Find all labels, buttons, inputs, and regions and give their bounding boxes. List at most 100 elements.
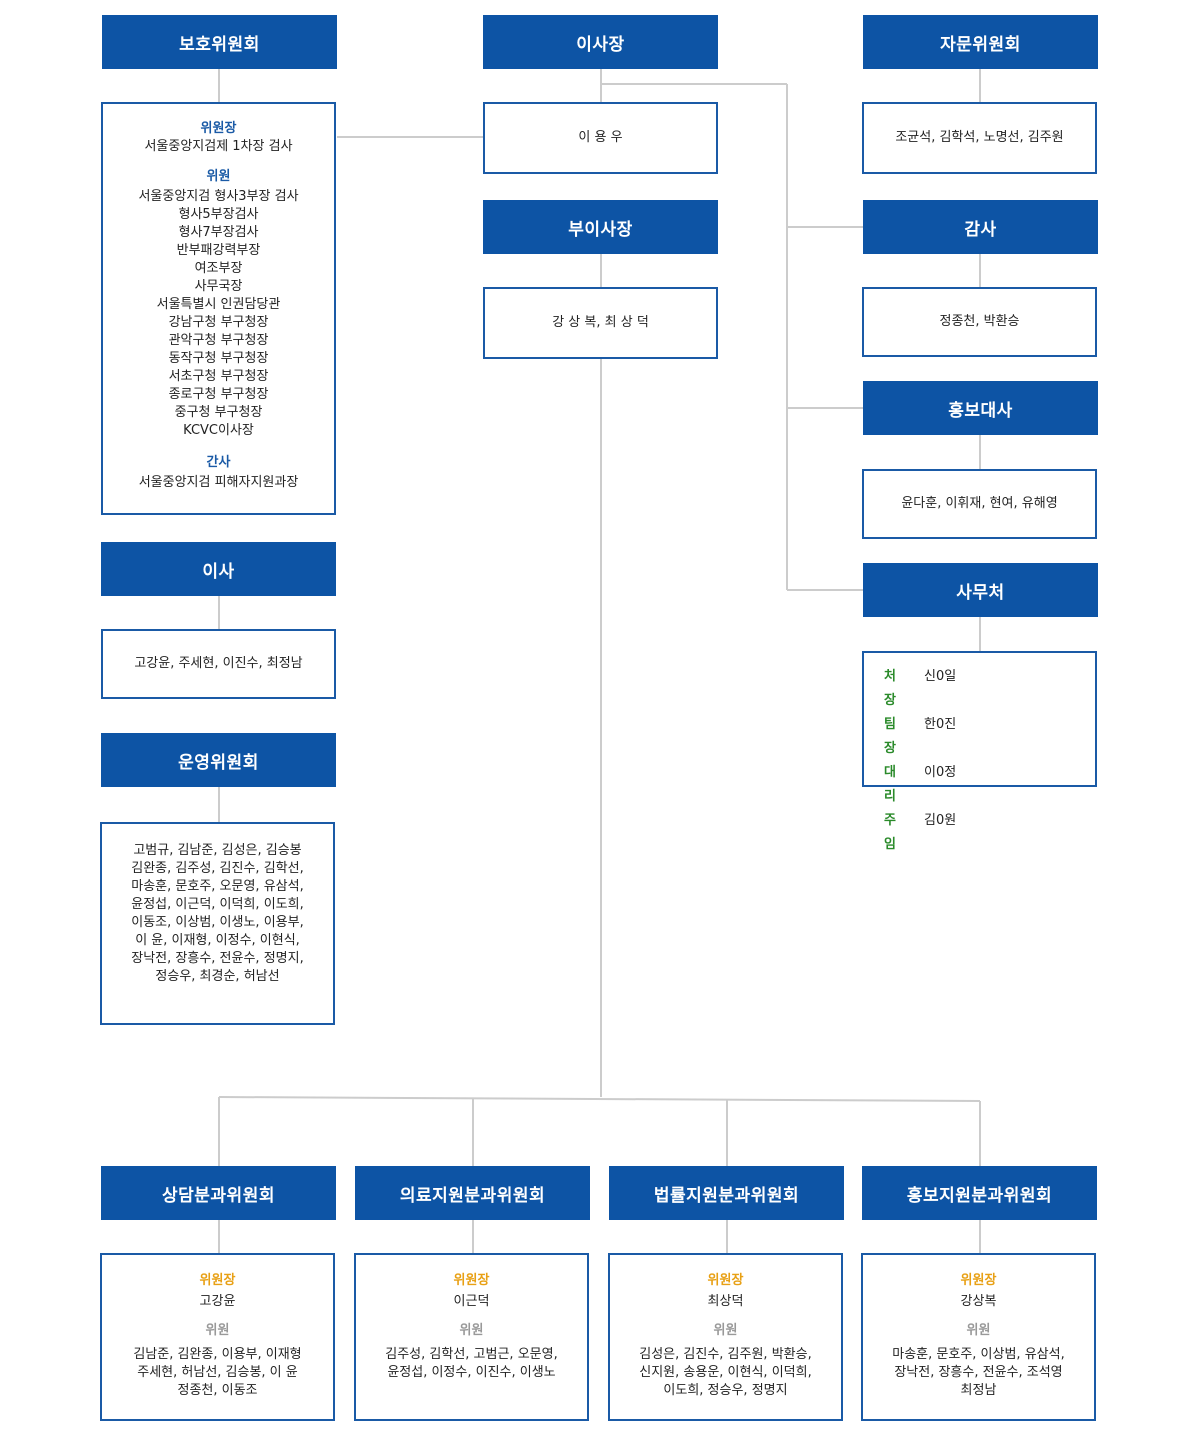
chairman-name: 이 용 우 — [578, 130, 623, 145]
operating-committee-box: 고범규, 김남준, 김성은, 김승봉 김완종, 김주성, 김진수, 김학선, 마… — [100, 822, 335, 1025]
protect-secretary-label: 간사 — [206, 455, 231, 470]
office-row: 팀 장 한0진 — [884, 713, 1095, 761]
counsel-chair: 고강윤 — [199, 1294, 236, 1309]
office-name: 신0일 — [924, 669, 957, 684]
directors-members: 고강윤, 주세현, 이진수, 최정남 — [134, 656, 303, 671]
operating-member-line: 이동조, 이상범, 이생노, 이용부, — [131, 915, 304, 930]
ambassador-box: 윤다훈, 이휘재, 현여, 유해영 — [862, 469, 1097, 539]
protect-member: KCVC이사장 — [183, 423, 254, 438]
directors-header: 이사 — [101, 542, 336, 596]
protect-secretary: 서울중앙지검 피해자지원과장 — [138, 475, 299, 490]
vice-chairman-box: 강 상 복, 최 상 덕 — [483, 287, 718, 359]
office-role: 팀 장 — [884, 717, 902, 756]
advisory-box: 조균석, 김학석, 노명선, 김주원 — [862, 102, 1097, 174]
protect-committee-header: 보호위원회 — [102, 15, 337, 69]
pr-member-line: 최정남 — [960, 1383, 997, 1398]
protect-chair-label: 위원장 — [200, 121, 237, 136]
legal-members: 김성은, 김진수, 김주원, 박환승, 신지원, 송용운, 이현식, 이덕희, … — [610, 1346, 841, 1400]
operating-member-line: 정승우, 최경순, 허남선 — [155, 969, 280, 984]
pr-subcommittee-box: 위원장 강상복 위원 마송훈, 문호주, 이상범, 유삼석, 장낙전, 장흥수,… — [861, 1253, 1096, 1421]
medical-subcommittee-header: 의료지원분과위원회 — [355, 1166, 590, 1220]
pr-member-line: 장낙전, 장흥수, 전윤수, 조석영 — [894, 1365, 1063, 1380]
office-role: 처 장 — [884, 669, 902, 708]
medical-chair: 이근덕 — [453, 1294, 490, 1309]
medical-member-line: 윤정섭, 이정수, 이진수, 이생노 — [387, 1365, 556, 1380]
counsel-member-line: 주세현, 허남선, 김승봉, 이 윤 — [137, 1365, 298, 1380]
vice-chairman-names: 강 상 복, 최 상 덕 — [552, 315, 649, 330]
protect-member: 관악구청 부구청장 — [168, 333, 269, 348]
counsel-subcommittee-box: 위원장 고강윤 위원 김남준, 김완종, 이용부, 이재형 주세현, 허남선, … — [100, 1253, 335, 1421]
medical-subcommittee-box: 위원장 이근덕 위원 김주성, 김학선, 고범근, 오문영, 윤정섭, 이정수,… — [354, 1253, 589, 1421]
operating-member-line: 장낙전, 장흥수, 전윤수, 정명지, — [131, 951, 304, 966]
legal-members-label: 위원 — [713, 1323, 738, 1338]
protect-member: 형사7부장검사 — [178, 225, 259, 240]
medical-member-line: 김주성, 김학선, 고범근, 오문영, — [385, 1347, 558, 1362]
protect-member: 중구청 부구청장 — [174, 405, 263, 420]
counsel-subcommittee-header: 상담분과위원회 — [101, 1166, 336, 1220]
protect-member: 사무국장 — [194, 279, 243, 294]
operating-member-line: 윤정섭, 이근덕, 이덕희, 이도희, — [131, 897, 304, 912]
ambassador-members: 윤다훈, 이휘재, 현여, 유해영 — [901, 496, 1058, 511]
protect-committee-box: 위원장 서울중앙지검제 1차장 검사 위원 서울중앙지검 형사3부장 검사 형사… — [101, 102, 336, 515]
vice-chairman-header: 부이사장 — [483, 200, 718, 254]
counsel-member-line: 김남준, 김완종, 이용부, 이재형 — [133, 1347, 302, 1362]
office-name: 한0진 — [924, 717, 957, 732]
advisory-header: 자문위원회 — [863, 15, 1098, 69]
office-row: 처 장 신0일 — [884, 665, 1095, 713]
counsel-members-label: 위원 — [205, 1323, 230, 1338]
chairman-box: 이 용 우 — [483, 102, 718, 174]
office-name: 이0정 — [924, 765, 957, 780]
counsel-chair-label: 위원장 — [199, 1273, 236, 1288]
protect-member: 형사5부장검사 — [178, 207, 259, 222]
legal-member-line: 신지원, 송용운, 이현식, 이덕희, — [639, 1365, 812, 1380]
legal-member-line: 이도희, 정승우, 정명지 — [663, 1383, 788, 1398]
protect-member: 반부패강력부장 — [176, 243, 261, 258]
office-box: 처 장 신0일 팀 장 한0진 대 리 이0정 주 임 김0원 — [862, 651, 1097, 852]
office-row: 주 임 김0원 — [884, 809, 1095, 857]
protect-members-list: 서울중앙지검 형사3부장 검사 형사5부장검사 형사7부장검사 반부패강력부장 … — [103, 188, 334, 440]
operating-members-list: 고범규, 김남준, 김성은, 김승봉 김완종, 김주성, 김진수, 김학선, 마… — [102, 842, 333, 986]
office-name: 김0원 — [924, 813, 957, 828]
directors-box: 고강윤, 주세현, 이진수, 최정남 — [101, 629, 336, 699]
pr-chair: 강상복 — [960, 1294, 997, 1309]
pr-members: 마송훈, 문호주, 이상범, 유삼석, 장낙전, 장흥수, 전윤수, 조석영 최… — [863, 1346, 1094, 1400]
operating-member-line: 김완종, 김주성, 김진수, 김학선, — [131, 861, 304, 876]
chairman-header: 이사장 — [483, 15, 718, 69]
pr-subcommittee-header: 홍보지원분과위원회 — [862, 1166, 1097, 1220]
ambassador-header: 홍보대사 — [863, 381, 1098, 435]
counsel-member-line: 정종천, 이동조 — [177, 1383, 258, 1398]
medical-members: 김주성, 김학선, 고범근, 오문영, 윤정섭, 이정수, 이진수, 이생노 — [356, 1346, 587, 1382]
protect-member: 여조부장 — [194, 261, 243, 276]
operating-committee-header: 운영위원회 — [101, 733, 336, 787]
office-row: 대 리 이0정 — [884, 761, 1095, 809]
auditor-members: 정종천, 박환승 — [939, 314, 1020, 329]
legal-subcommittee-header: 법률지원분과위원회 — [609, 1166, 844, 1220]
protect-members-label: 위원 — [206, 169, 231, 184]
pr-member-line: 마송훈, 문호주, 이상범, 유삼석, — [892, 1347, 1065, 1362]
legal-subcommittee-box: 위원장 최상덕 위원 김성은, 김진수, 김주원, 박환승, 신지원, 송용운,… — [608, 1253, 843, 1421]
operating-member-line: 이 윤, 이재형, 이정수, 이현식, — [135, 933, 300, 948]
office-role: 주 임 — [884, 813, 902, 852]
operating-member-line: 마송훈, 문호주, 오문영, 유삼석, — [131, 879, 304, 894]
auditor-header: 감사 — [863, 200, 1098, 254]
protect-chair: 서울중앙지검제 1차장 검사 — [144, 139, 293, 154]
protect-member: 서울특별시 인권담당관 — [156, 297, 281, 312]
pr-chair-label: 위원장 — [960, 1273, 997, 1288]
office-role: 대 리 — [884, 765, 902, 804]
advisory-members: 조균석, 김학석, 노명선, 김주원 — [895, 130, 1064, 145]
protect-member: 종로구청 부구청장 — [168, 387, 269, 402]
legal-member-line: 김성은, 김진수, 김주원, 박환승, — [639, 1347, 812, 1362]
pr-members-label: 위원 — [966, 1323, 991, 1338]
protect-member: 강남구청 부구청장 — [168, 315, 269, 330]
auditor-box: 정종천, 박환승 — [862, 287, 1097, 357]
protect-member: 서울중앙지검 형사3부장 검사 — [138, 189, 299, 204]
counsel-members: 김남준, 김완종, 이용부, 이재형 주세현, 허남선, 김승봉, 이 윤 정종… — [102, 1346, 333, 1400]
medical-chair-label: 위원장 — [453, 1273, 490, 1288]
operating-member-line: 고범규, 김남준, 김성은, 김승봉 — [133, 843, 302, 858]
protect-member: 서초구청 부구청장 — [168, 369, 269, 384]
protect-member: 동작구청 부구청장 — [168, 351, 269, 366]
medical-members-label: 위원 — [459, 1323, 484, 1338]
legal-chair: 최상덕 — [707, 1294, 744, 1309]
office-header: 사무처 — [863, 563, 1098, 617]
